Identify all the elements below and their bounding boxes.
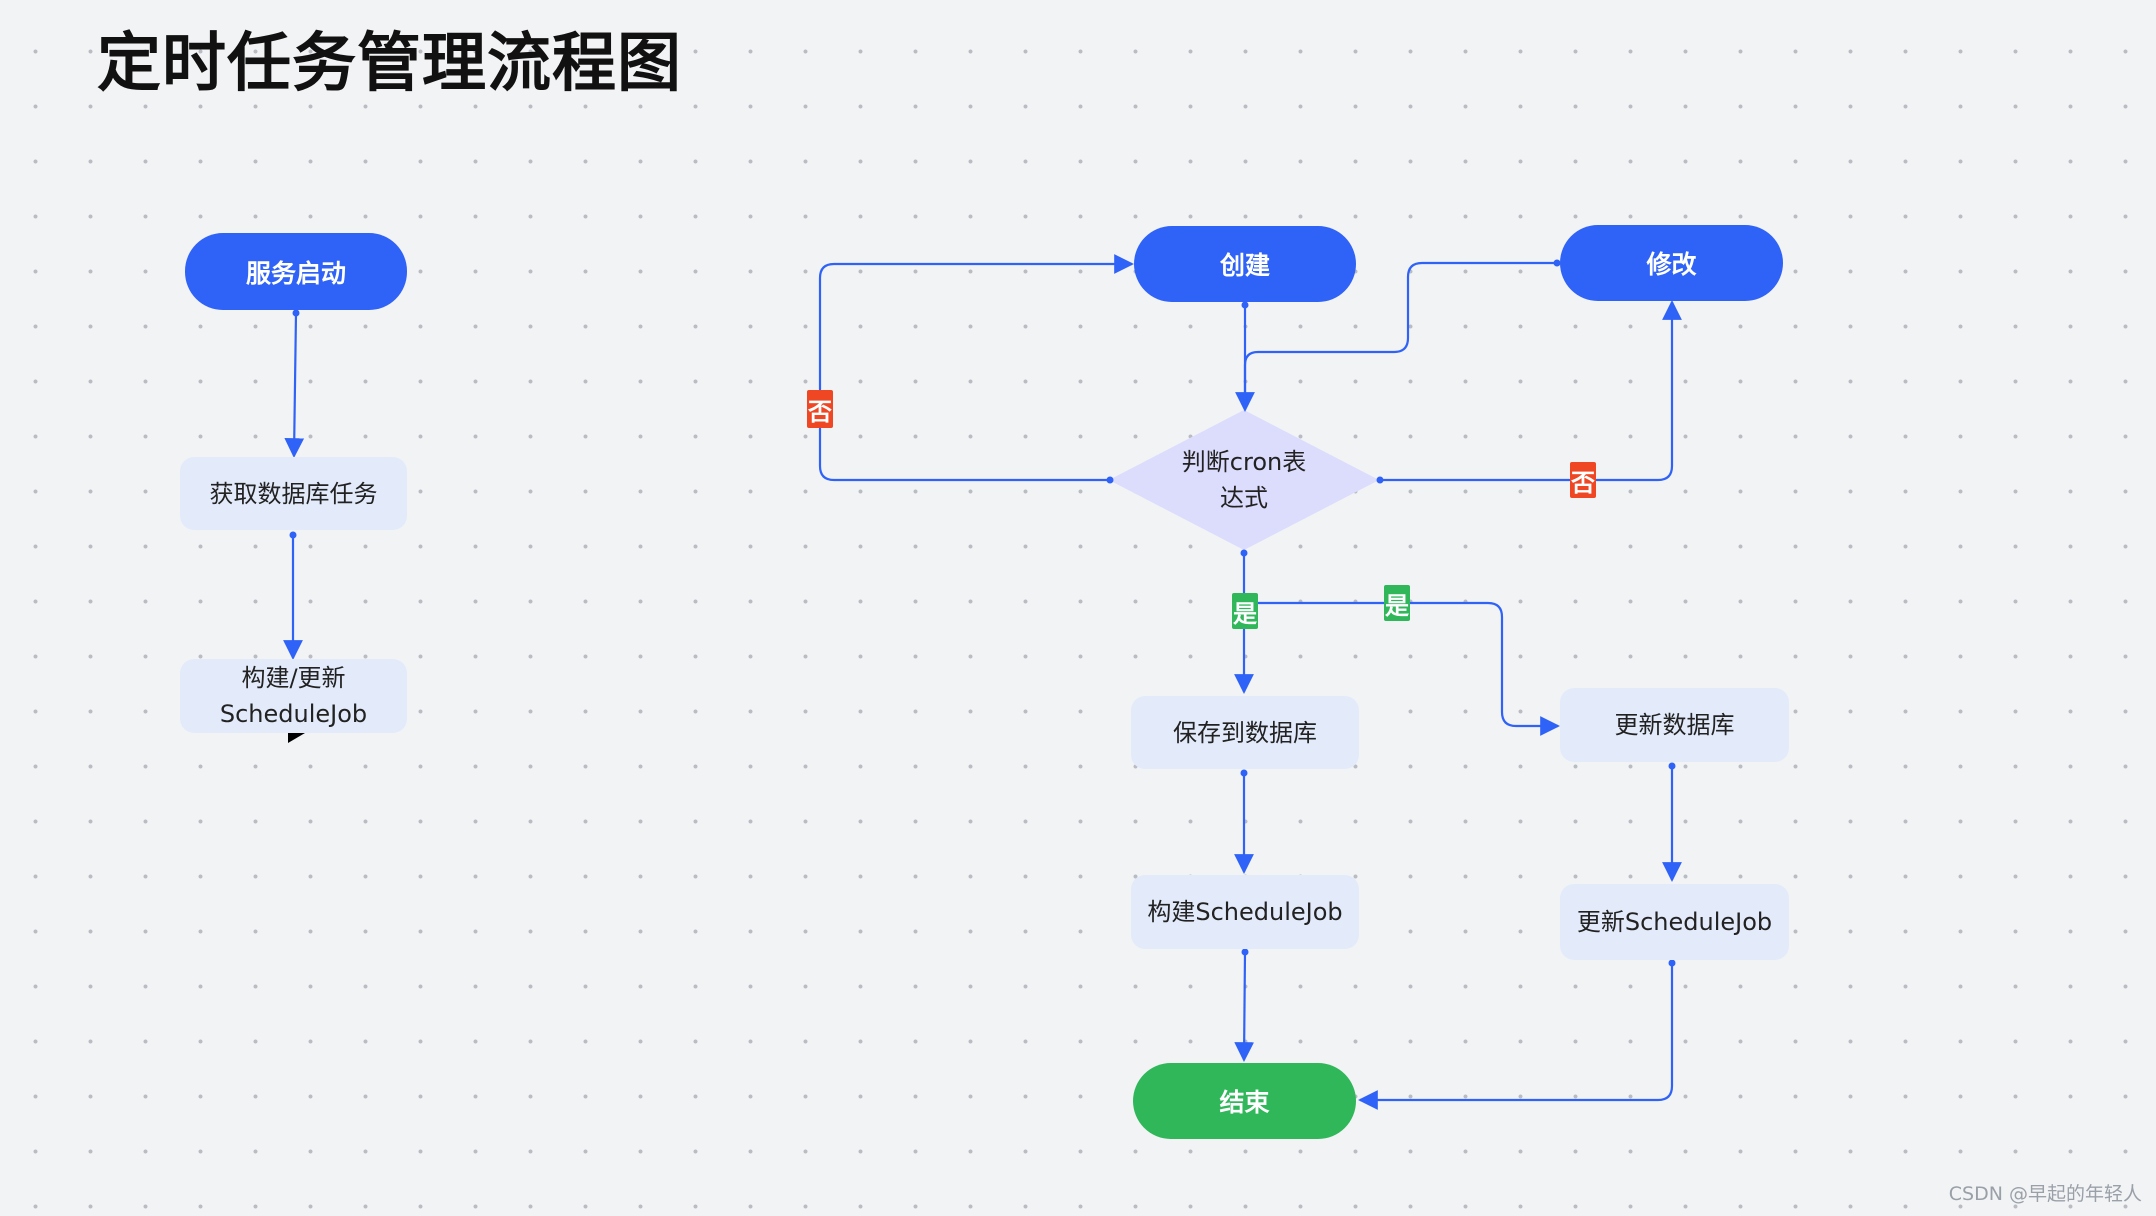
node-save-db-label: 保存到数据库 [1173, 718, 1317, 747]
node-service-start-label: 服务启动 [245, 258, 346, 288]
node-build-job[interactable]: 构建ScheduleJob [1131, 875, 1359, 949]
node-fetch-db-tasks-label: 获取数据库任务 [209, 479, 378, 508]
node-cron-check-line2: 达式 [1220, 484, 1268, 512]
node-build-update-job-line2: ScheduleJob [219, 700, 368, 728]
edge-yes-to-update-db [1244, 601, 1560, 736]
node-fetch-db-tasks[interactable]: 获取数据库任务 [180, 457, 407, 530]
node-service-start[interactable]: 服务启动 [185, 233, 407, 310]
cron-decision-diamond[interactable] [1109, 410, 1379, 550]
node-save-db[interactable]: 保存到数据库 [1131, 696, 1359, 769]
node-update-job[interactable]: 更新ScheduleJob [1560, 884, 1789, 960]
edge-update-job-to-end [1358, 963, 1674, 1110]
node-end[interactable]: 结束 [1133, 1063, 1356, 1139]
edge-no-right-to-modify [1380, 300, 1682, 482]
node-create[interactable]: 创建 [1134, 226, 1356, 302]
edge-start-to-fetch [284, 312, 305, 458]
node-create-label: 创建 [1219, 251, 1270, 280]
node-end-label: 结束 [1219, 1088, 1270, 1117]
badge-yes-right: 是 [1384, 585, 1410, 621]
node-build-job-label: 构建ScheduleJob [1147, 898, 1343, 926]
node-cron-check-line1: 判断cron表 [1181, 448, 1307, 476]
node-modify[interactable]: 修改 [1560, 225, 1783, 301]
node-build-update-job[interactable]: 构建/更新 ScheduleJob [180, 659, 407, 733]
edge-build-job-to-end [1234, 951, 1255, 1062]
watermark: CSDN @早起的年轻人 [1948, 1183, 2142, 1205]
badge-no-right: 否 [1570, 462, 1596, 498]
node-build-update-job-line1: 构建/更新 [241, 664, 346, 692]
edge-no-left-to-create [818, 254, 1134, 482]
node-cron-check-label: 判断cron表 达式 [1144, 444, 1344, 516]
edge-modify-to-decision [1243, 261, 1557, 405]
node-update-db-label: 更新数据库 [1614, 711, 1735, 739]
badge-no-left: 否 [807, 390, 833, 428]
node-modify-label: 修改 [1646, 250, 1697, 279]
node-update-db[interactable]: 更新数据库 [1560, 688, 1789, 762]
node-update-job-label: 更新ScheduleJob [1576, 908, 1773, 936]
page-title: 定时任务管理流程图 [97, 27, 682, 101]
badge-yes-down: 是 [1232, 593, 1258, 629]
